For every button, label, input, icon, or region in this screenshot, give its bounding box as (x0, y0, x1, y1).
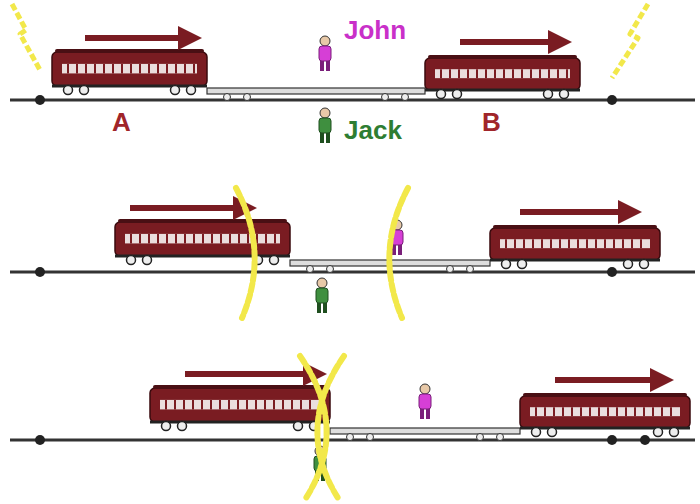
flat-car (207, 88, 425, 94)
wheel (477, 434, 484, 441)
rail-track (10, 99, 695, 102)
track-marker (607, 267, 617, 277)
person-figure (319, 36, 331, 71)
train-car (520, 393, 690, 437)
wheel (307, 266, 314, 273)
lightning-bolt (12, 4, 40, 70)
train-car (150, 385, 330, 431)
track-marker (607, 435, 617, 445)
figure-label: John (344, 16, 406, 45)
light-wavefront (300, 356, 327, 498)
wheel (367, 434, 374, 441)
track-marker (607, 95, 617, 105)
motion-arrow (130, 205, 245, 211)
person-figure (419, 384, 431, 419)
train-car (490, 225, 660, 269)
wheel (382, 94, 389, 101)
figure-label: B (482, 108, 501, 137)
wheel (347, 434, 354, 441)
train-car (115, 219, 290, 265)
wheel (447, 266, 454, 273)
wheel (224, 94, 231, 101)
wheel (402, 94, 409, 101)
train-car (52, 49, 207, 95)
person-figure (319, 108, 331, 143)
track-marker (640, 435, 650, 445)
track-marker (35, 267, 45, 277)
figure-label: A (112, 108, 131, 137)
light-wavefront (236, 188, 255, 318)
rail-track (10, 271, 695, 274)
figure-label: Jack (344, 116, 402, 145)
track-marker (35, 95, 45, 105)
track-marker (35, 435, 45, 445)
motion-arrow (460, 39, 560, 45)
train-car (425, 55, 580, 99)
light-wavefront (317, 356, 344, 498)
wheel (244, 94, 251, 101)
motion-arrow (520, 209, 630, 215)
wheel (467, 266, 474, 273)
light-wavefront (389, 188, 408, 318)
wheel (327, 266, 334, 273)
wheel (497, 434, 504, 441)
motion-arrow (185, 371, 315, 377)
lightning-bolt (612, 4, 648, 78)
flat-car (330, 428, 520, 434)
person-figure (316, 278, 328, 313)
motion-arrow (85, 35, 190, 41)
motion-arrow (555, 377, 662, 383)
